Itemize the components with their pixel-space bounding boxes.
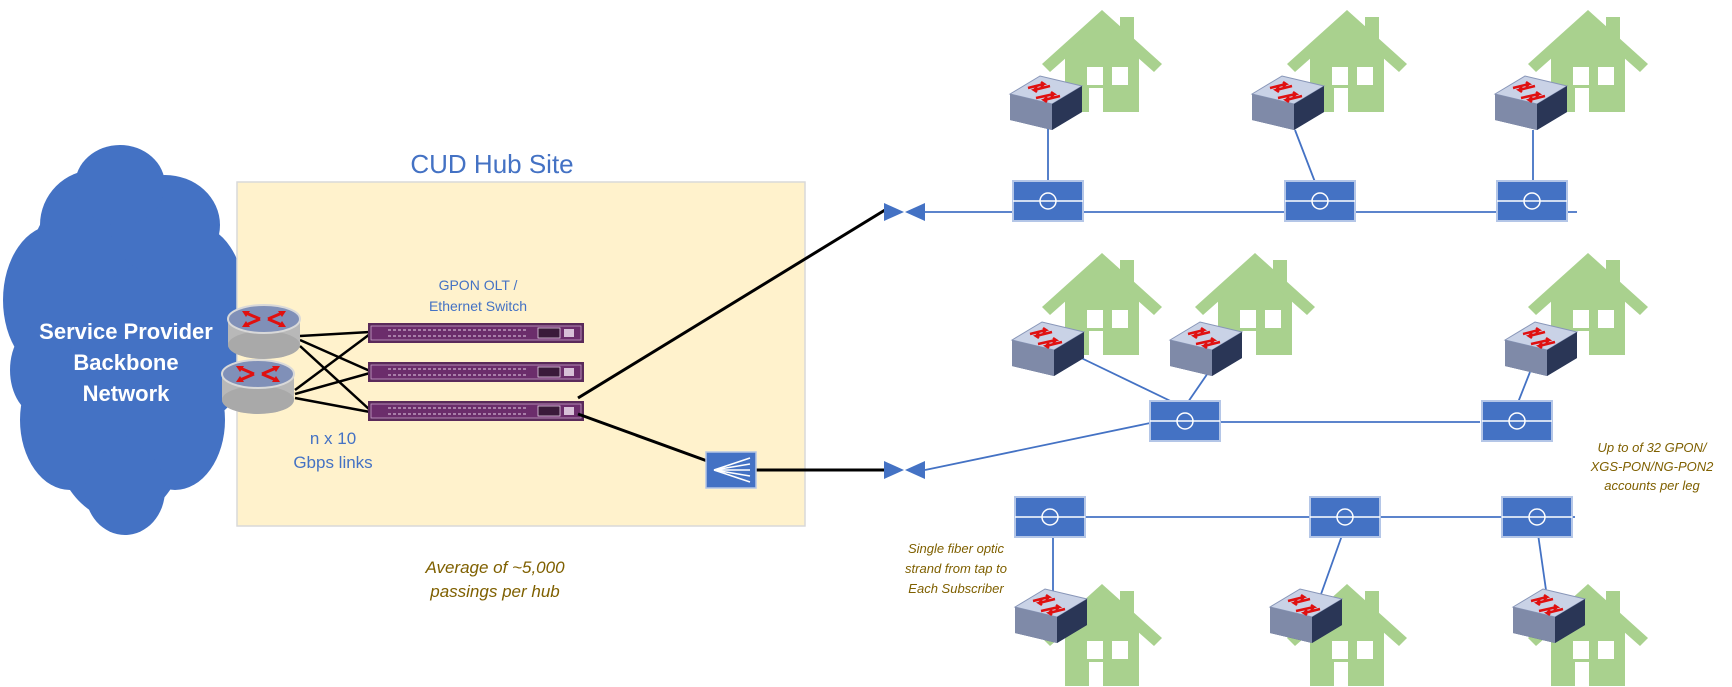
accounts-note-line-3: accounts per leg — [1604, 478, 1700, 493]
feeder-fibers — [577, 208, 886, 472]
fiber-tap-icon — [1481, 400, 1553, 442]
strand-note-line-1: Single fiber optic — [908, 541, 1005, 556]
backbone-cloud: Service Provider Backbone Network — [3, 145, 245, 535]
hub-title: CUD Hub Site — [410, 149, 573, 179]
fiber-connector-icon — [884, 203, 925, 221]
ethernet-switch-icon — [1503, 320, 1579, 378]
router-icon — [226, 303, 302, 361]
accounts-note-line-2: XGS-PON/NG-PON2 — [1590, 459, 1715, 474]
fiber-tap-icon — [1284, 180, 1356, 222]
passings-note-line-2: passings per hub — [429, 582, 559, 601]
links-label-line-1: n x 10 — [310, 429, 356, 448]
router-icon — [220, 358, 296, 416]
fiber-connector-icon — [884, 461, 925, 479]
accounts-note-line-1: Up to of 32 GPON/ — [1597, 440, 1707, 455]
ethernet-switch-icon — [1250, 74, 1326, 132]
strand-note-line-3: Each Subscriber — [908, 581, 1004, 596]
cloud-label-line-3: Network — [83, 381, 171, 406]
router-olt-links — [294, 330, 371, 414]
olt-label-line-1: GPON OLT / — [439, 277, 518, 293]
fiber-tap-icon — [1309, 496, 1381, 538]
fiber-tap-icon — [1012, 180, 1084, 222]
fiber-tap-icon — [1496, 180, 1568, 222]
olt-label-line-2: Ethernet Switch — [429, 298, 527, 314]
olt-switch — [367, 400, 585, 422]
strand-note-line-2: strand from tap to — [905, 561, 1007, 576]
fiber-tap-icon — [1501, 496, 1573, 538]
cloud-label-line-2: Backbone — [73, 350, 178, 375]
ethernet-switch-icon — [1493, 74, 1569, 132]
passings-note-line-1: Average of ~5,000 — [424, 558, 565, 577]
olt-switch — [367, 322, 585, 344]
links-label-line-2: Gbps links — [293, 453, 372, 472]
fiber-tap-icon — [1149, 400, 1221, 442]
fiber-tap-icon — [1014, 496, 1086, 538]
optical-splitter-icon — [705, 451, 757, 489]
ethernet-switch-icon — [1168, 320, 1244, 378]
cloud-label-line-1: Service Provider — [39, 319, 213, 344]
ethernet-switch-icon — [1008, 74, 1084, 132]
ethernet-switch-icon — [1010, 320, 1086, 378]
olt-switch — [367, 361, 585, 383]
